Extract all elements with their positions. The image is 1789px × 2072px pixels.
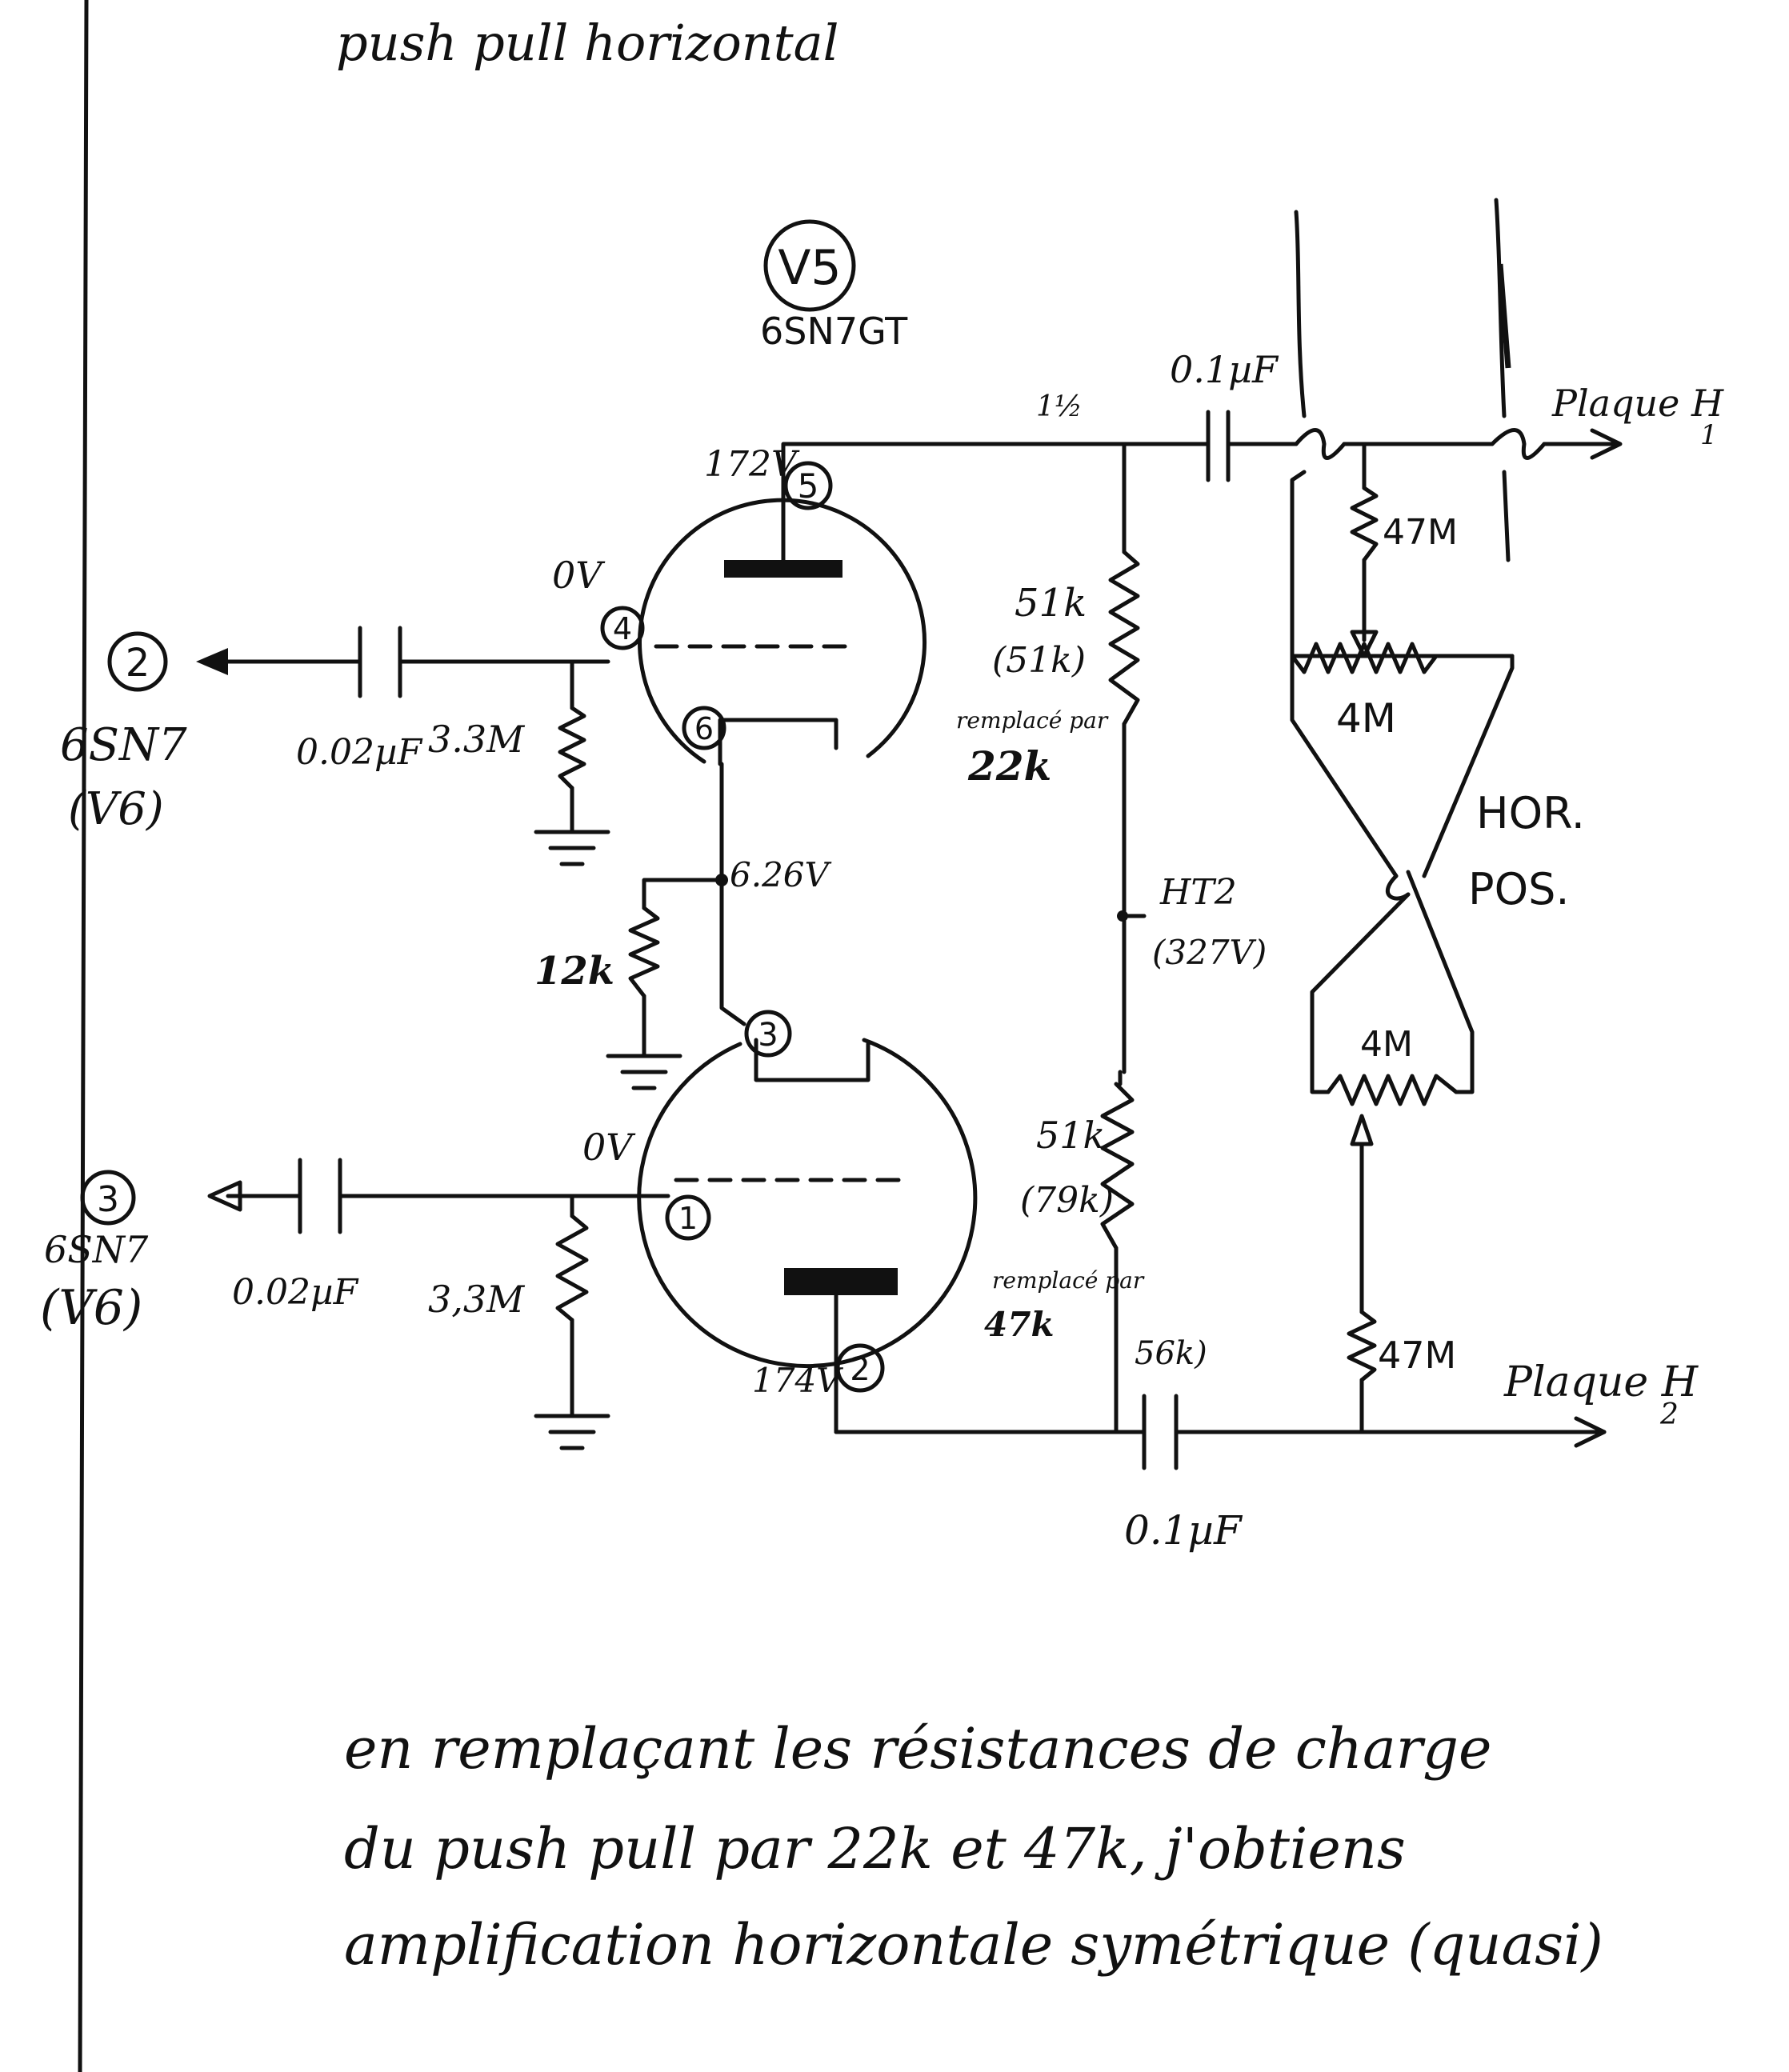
cap-out-bottom-value: 0.1µF [1124, 1507, 1243, 1554]
res-load-bottom-note: remplacé par [992, 1267, 1145, 1294]
pot-bottom-value: 4M [1360, 1024, 1413, 1065]
note-line-3: amplification horizontale symétrique (qu… [344, 1912, 1603, 1978]
pot-top-value: 4M [1336, 695, 1396, 742]
in-bottom-ref: (V6) [40, 1280, 142, 1336]
res-load-bottom-extra: 56k) [1135, 1335, 1207, 1372]
note-line-1: en remplaçant les résistances de charge [344, 1716, 1491, 1782]
in-bottom-arrow [207, 1180, 242, 1212]
in-top-ref: (V6) [68, 783, 164, 835]
res-load-top-note: remplacé par [956, 707, 1109, 734]
ht2-label: HT2 [1159, 872, 1237, 913]
tube-v5: V5 6SN7GT [637, 219, 978, 1434]
out-top-sub: 1 [1700, 419, 1718, 451]
in-bottom-tube: 6SN7 [44, 1228, 149, 1271]
cap-in-top-value: 0.02µF [296, 732, 423, 773]
pin-6: 6 [694, 711, 714, 746]
pin-2: 2 [850, 1351, 870, 1388]
triode-lower-envelope [637, 1038, 978, 1369]
tube-type: 6SN7GT [760, 310, 908, 353]
pin-5: 5 [798, 466, 819, 506]
res-load-bottom-value: 51k [1036, 1114, 1105, 1157]
plate-bottom-voltage: 174V [752, 1361, 843, 1400]
hor-pos-label-1: HOR. [1476, 788, 1585, 838]
res-47m-top-value: 47M [1383, 512, 1458, 553]
tube-label: V5 [778, 240, 841, 296]
cathode-voltage: 6.26V [730, 855, 832, 894]
pin-3: 3 [758, 1017, 778, 1054]
res-load-top-new: 22k [967, 742, 1051, 790]
grid-bottom-voltage: 0V [582, 1126, 636, 1169]
triode-upper-envelope [638, 498, 927, 764]
out-bottom-label: Plaque H [1503, 1358, 1699, 1406]
ht2-value: (327V) [1152, 933, 1267, 972]
out-top-label: Plaque H [1551, 382, 1724, 425]
triode-upper-plate [724, 560, 842, 578]
res-load-top-value: 51k [1015, 581, 1087, 626]
res-cathode-value: 12k [534, 949, 614, 994]
in-top-tube: 6SN7 [60, 719, 187, 771]
page-title: push pull horizontal [336, 14, 838, 72]
cap-out-top-value: 0.1µF [1170, 348, 1279, 391]
triode-upper-cathode [718, 718, 838, 766]
out-top-arrow [1590, 428, 1623, 460]
labels: 172V 1½ 0V 6.26V 0V 174V HT2 (327V) 2 6S… [40, 348, 1724, 1554]
out-bottom-arrow [1574, 1416, 1607, 1448]
in-bottom-number: 3 [97, 1179, 119, 1220]
in-top-arrow [196, 648, 228, 675]
triode-lower-plate [784, 1268, 898, 1295]
note-line-2: du push pull par 22k et 47k, j'obtiens [344, 1816, 1406, 1882]
wiring [196, 198, 1623, 1448]
components [298, 410, 1515, 1470]
res-47m-bottom-value: 47M [1378, 1334, 1456, 1377]
pin-markers: 5 4 6 3 1 2 [600, 461, 885, 1393]
res-load-bottom-new: 47k [984, 1305, 1055, 1344]
handwritten-note: en remplaçant les résistances de charge … [344, 1716, 1603, 1978]
page-margin-line [78, 0, 89, 2072]
res-grid-top-value: 3.3M [428, 718, 526, 761]
res-load-bottom-measured: (79k) [1020, 1180, 1114, 1221]
res-grid-bottom-value: 3,3M [428, 1278, 526, 1321]
plate-top-note: 1½ [1036, 390, 1083, 423]
triode-lower-cathode [754, 1038, 870, 1082]
res-load-top-measured: (51k) [992, 640, 1086, 681]
out-bottom-sub: 2 [1659, 1398, 1679, 1431]
tube-label-circle [763, 219, 856, 312]
pin-1: 1 [678, 1201, 698, 1236]
plate-top-voltage: 172V [704, 444, 800, 485]
pin-4: 4 [613, 611, 632, 646]
grid-top-voltage: 0V [552, 554, 606, 597]
hor-pos-label-2: POS. [1468, 864, 1570, 914]
in-top-number: 2 [126, 641, 150, 686]
cap-in-bottom-value: 0.02µF [232, 1272, 359, 1313]
